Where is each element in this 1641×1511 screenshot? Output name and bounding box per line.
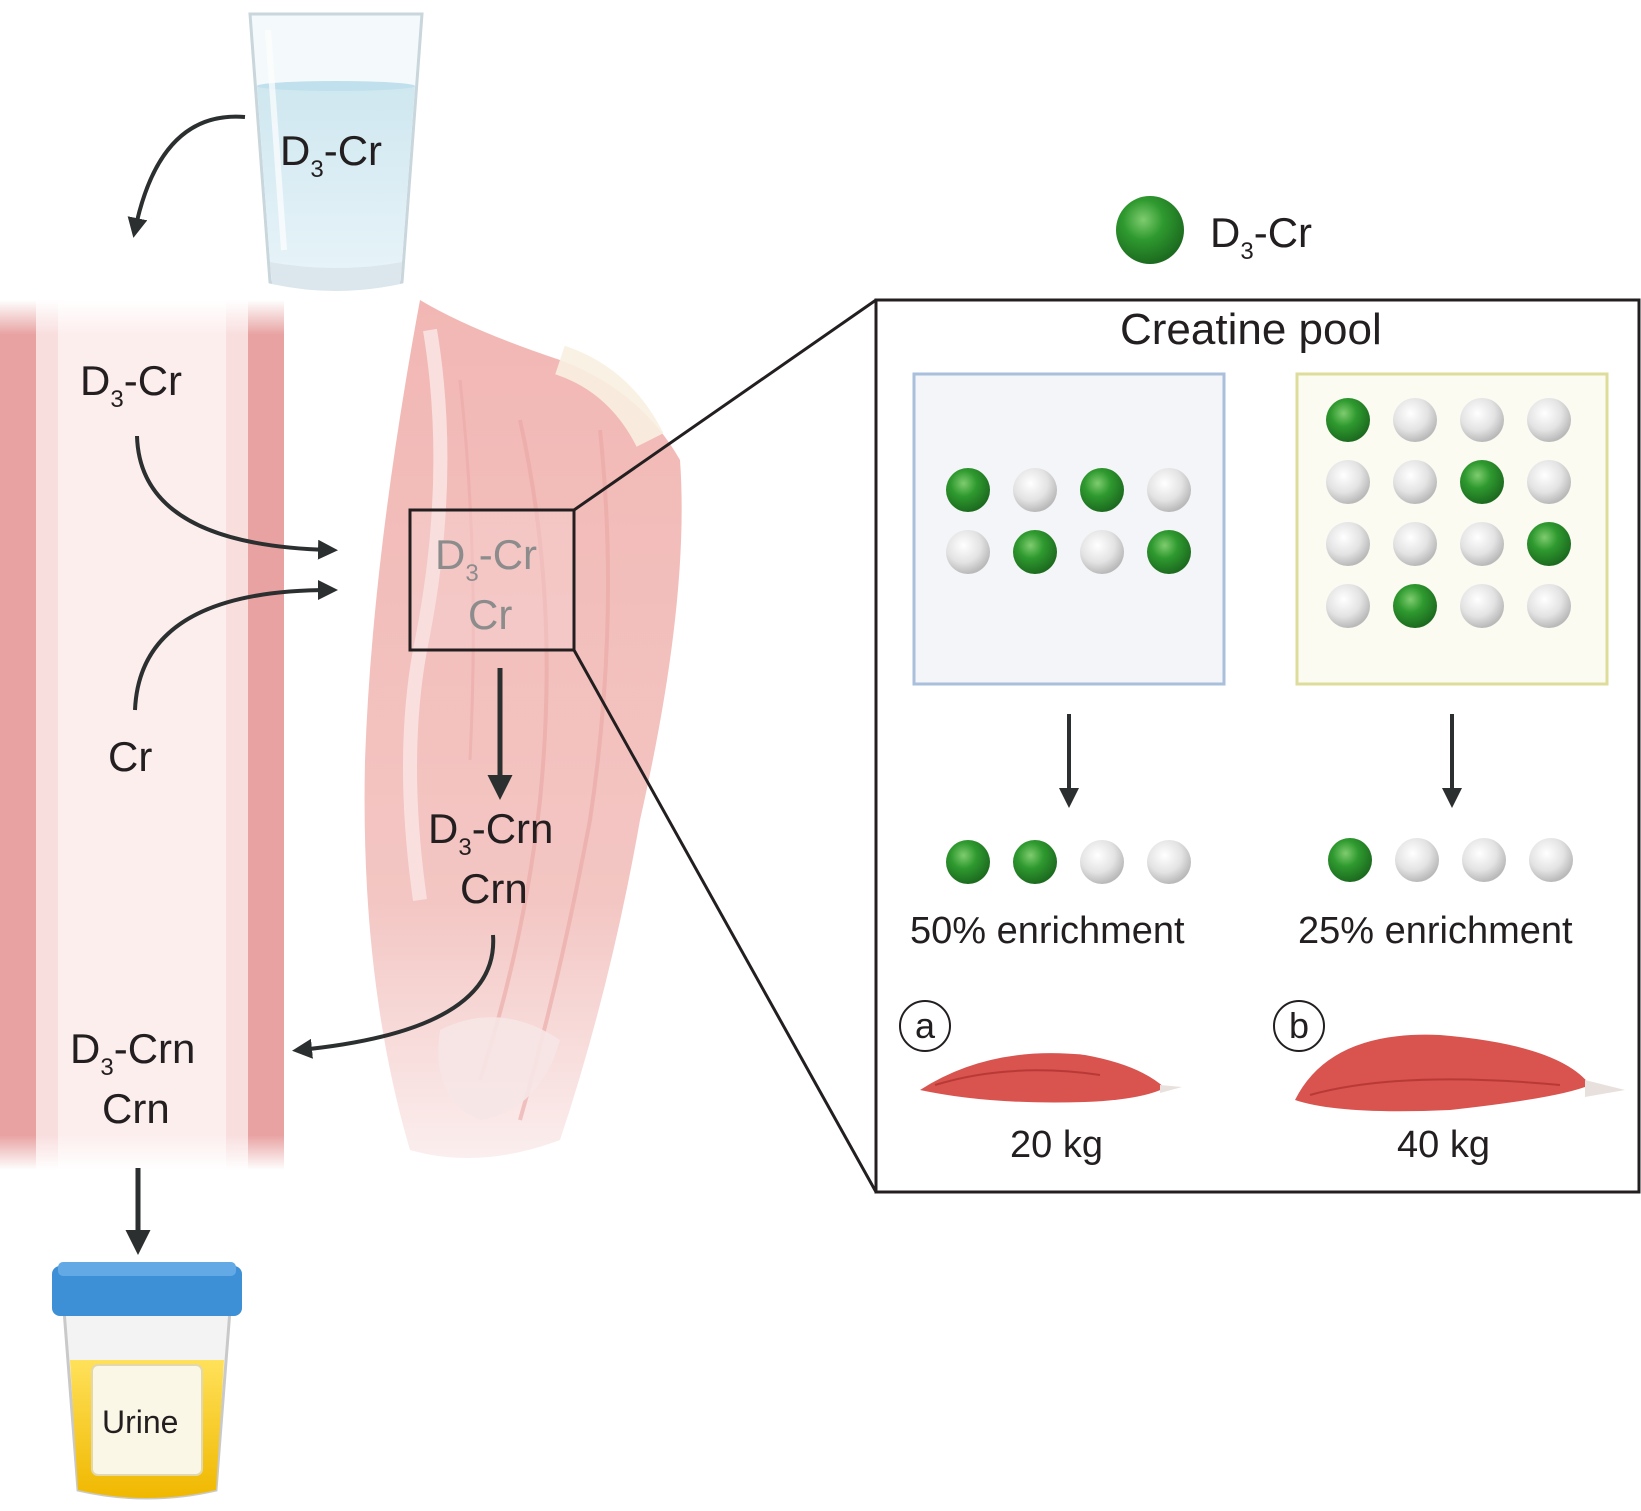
muscle-box-d3cr-label: D3-Cr xyxy=(435,531,538,587)
small-muscle-icon-a xyxy=(920,1053,1182,1103)
cr-ball xyxy=(1527,584,1571,628)
cr-ball xyxy=(1393,460,1437,504)
glass-label: D3-Cr xyxy=(280,127,383,183)
creatine-balls xyxy=(946,398,1573,884)
d3cr-ball xyxy=(1393,584,1437,628)
muscle-crn-label: Crn xyxy=(460,865,528,912)
label-a-circle: a xyxy=(899,1000,951,1052)
sample-cr-ball xyxy=(1147,840,1191,884)
small-muscle-icon-b xyxy=(1295,1034,1625,1112)
d3cr-ball xyxy=(1147,530,1191,574)
mass-a-label: 20 kg xyxy=(1010,1124,1103,1166)
cr-ball xyxy=(1393,398,1437,442)
enrichment-b-label: 25% enrichment xyxy=(1298,910,1573,952)
cr-ball xyxy=(1080,530,1124,574)
sample-cr-ball xyxy=(1462,838,1506,882)
cr-ball xyxy=(1527,460,1571,504)
mass-b-label: 40 kg xyxy=(1397,1124,1490,1166)
legend-d3cr-marker xyxy=(1116,196,1184,264)
legend-label: D3-Cr xyxy=(1210,209,1313,265)
muscle-d3crn-label: D3-Crn xyxy=(428,805,554,861)
arrow-cr-to-muscle xyxy=(133,580,338,711)
arrow-glass-to-vessel xyxy=(127,114,246,238)
vessel-cr-label: Cr xyxy=(108,733,153,780)
urine-cup-icon xyxy=(52,1262,242,1500)
zoom-line-bottom xyxy=(572,649,878,1193)
d3cr-ball xyxy=(1080,468,1124,512)
muscle-sample-box xyxy=(408,508,576,652)
cr-ball xyxy=(1460,522,1504,566)
cr-ball xyxy=(946,530,990,574)
d3cr-ball xyxy=(1527,522,1571,566)
cr-ball xyxy=(1460,584,1504,628)
thigh-muscle-illustration xyxy=(364,300,682,1158)
vessel-crn-label: Crn xyxy=(102,1085,170,1132)
d3cr-ball xyxy=(946,468,990,512)
sample-cr-ball xyxy=(1529,838,1573,882)
arrow-crn-to-vessel xyxy=(292,934,496,1059)
arrow-d3cr-to-muscle xyxy=(135,435,338,560)
cr-ball xyxy=(1326,584,1370,628)
cr-ball xyxy=(1393,522,1437,566)
zoom-line-top xyxy=(573,298,877,512)
sample-d3cr-ball xyxy=(946,840,990,884)
sample-cr-ball xyxy=(1080,840,1124,884)
blood-vessel xyxy=(0,300,284,1170)
d3cr-ball xyxy=(1013,530,1057,574)
cr-ball xyxy=(1326,460,1370,504)
enrichment-a-label: 50% enrichment xyxy=(910,910,1185,952)
sample-d3cr-ball xyxy=(1013,840,1057,884)
d3cr-ball xyxy=(1326,398,1370,442)
sample-d3cr-ball xyxy=(1328,838,1372,882)
muscle-box-cr-label: Cr xyxy=(468,591,513,638)
water-glass-icon xyxy=(248,12,424,291)
cr-ball xyxy=(1326,522,1370,566)
vessel-d3crn-label: D3-Crn xyxy=(70,1025,196,1081)
cr-ball xyxy=(1527,398,1571,442)
vessel-d3cr-label: D3-Cr xyxy=(80,357,183,413)
d3cr-ball xyxy=(1460,460,1504,504)
creatine-pool-title: Creatine pool xyxy=(1120,305,1382,354)
cr-ball xyxy=(1147,468,1191,512)
cr-ball xyxy=(1460,398,1504,442)
cr-ball xyxy=(1013,468,1057,512)
pool-a-box xyxy=(912,372,1226,686)
sample-cr-ball xyxy=(1395,838,1439,882)
label-b-circle: b xyxy=(1273,1000,1325,1052)
urine-label: Urine xyxy=(102,1404,179,1440)
